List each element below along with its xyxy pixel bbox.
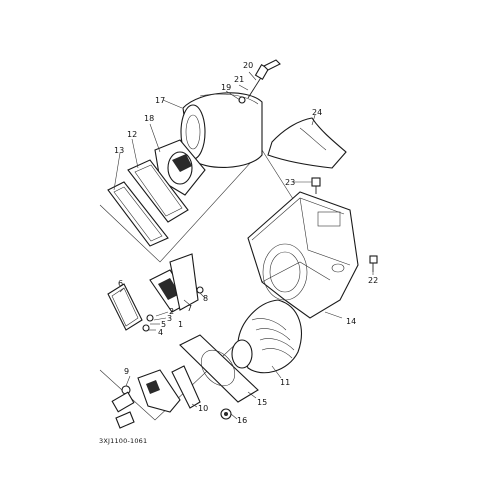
airbox-bolt [369,255,378,272]
part-label-5: 5 [161,320,166,329]
cover-bolt [311,177,321,194]
part-label-8: 8 [203,294,208,303]
part-label-15: 15 [257,398,267,407]
part-label-2: 2 [169,307,174,316]
part-label-21: 21 [234,75,244,84]
boot-flange [179,334,259,403]
bracket-assembly [111,369,181,429]
part-label-6: 6 [118,279,123,288]
part-label-9: 9 [124,367,129,376]
part-label-24: 24 [312,108,322,117]
filter-cage [127,159,189,223]
part-label-3: 3 [167,314,172,323]
part-label-12: 12 [127,130,137,139]
part-label-10: 10 [198,404,208,413]
part-label-11: 11 [280,378,290,387]
drawing-code: 3XJ1100-1061 [99,437,147,445]
airbox-cover [267,117,347,169]
part-label-1: 1 [178,320,183,329]
part-label-19: 19 [221,83,231,92]
part-label-16: 16 [237,416,247,425]
small-gasket [171,365,201,409]
part-label-18: 18 [144,114,154,123]
intake-boot [231,299,302,374]
part-label-14: 14 [346,317,356,326]
air-filter-element [180,92,263,168]
part-label-17: 17 [155,96,165,105]
part-label-23: 23 [285,178,295,187]
part-label-20: 20 [243,61,253,70]
filter-gasket [107,181,169,247]
part-number-labels: 20 21 19 17 24 18 12 13 23 6 22 8 7 2 3 … [114,61,378,425]
filter-guide [154,139,206,196]
part-label-22: 22 [368,276,378,285]
air-box [247,191,359,319]
leader-lines [113,71,374,420]
part-label-7: 7 [187,304,192,313]
filter-bolt-assembly [238,59,281,104]
part-label-13: 13 [114,146,124,155]
part-label-4: 4 [158,328,163,337]
reed-valve-assembly [107,253,204,332]
nut [220,408,232,420]
